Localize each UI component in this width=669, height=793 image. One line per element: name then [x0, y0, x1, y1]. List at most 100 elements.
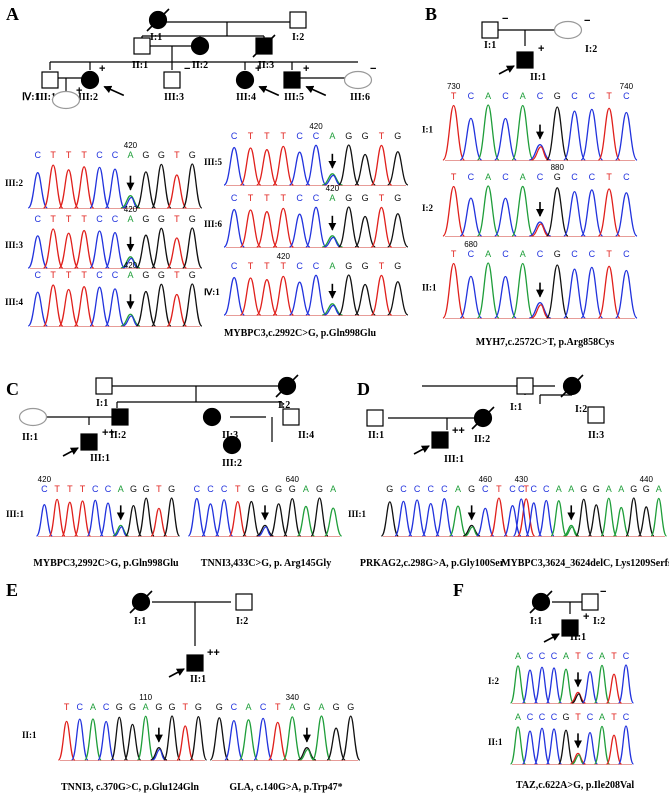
base-call: G: [142, 214, 149, 224]
heterozygous-peak: [324, 236, 341, 248]
peak-C: [435, 498, 454, 537]
peak-G: [587, 504, 605, 537]
peak-G: [637, 506, 655, 537]
affected-male-symbol: [283, 71, 301, 89]
base-call: T: [606, 172, 612, 182]
base-call: C: [502, 249, 509, 259]
base-call: A: [556, 484, 562, 494]
proband-arrow: [305, 85, 327, 97]
base-call: C: [77, 702, 84, 712]
peak-C: [617, 725, 635, 765]
base-call: G: [362, 193, 369, 203]
genotype-sign: ++: [102, 427, 115, 439]
base-call: T: [66, 214, 72, 224]
peak-G: [557, 729, 575, 765]
position-number: 730: [447, 82, 461, 91]
base-call: C: [539, 712, 546, 722]
peak-C: [89, 230, 110, 269]
heterozygous-peak: [258, 526, 272, 537]
peak-T: [256, 149, 278, 186]
heterozygous-peak: [464, 526, 479, 537]
base-call: C: [194, 484, 201, 494]
person-II-2: II:2: [190, 36, 210, 71]
base-call: C: [587, 712, 594, 722]
base-call: A: [563, 651, 569, 661]
base-call: G: [195, 702, 202, 712]
unaffected-female-symbol: [553, 20, 583, 40]
peak-T: [272, 145, 295, 186]
peak-C: [459, 117, 483, 161]
base-call: A: [599, 651, 605, 661]
heterozygous-peak: [571, 693, 585, 704]
individual-label: I:2: [236, 616, 248, 627]
peak-T: [176, 725, 195, 761]
base-call: C: [400, 484, 407, 494]
base-call: G: [345, 193, 352, 203]
base-call: C: [468, 172, 475, 182]
peak-G: [387, 281, 409, 316]
person-II-2: II:2: [471, 406, 495, 445]
peak-C: [104, 288, 126, 327]
peak-C: [421, 502, 440, 537]
peak-C: [305, 144, 327, 186]
peak-A: [511, 185, 535, 237]
person-I-1: I:1: [510, 377, 534, 413]
affected-male-symbol: [431, 431, 449, 449]
position-number: 420: [124, 261, 138, 270]
base-call: A: [289, 702, 295, 712]
peak-T: [42, 284, 64, 327]
peak-A: [296, 505, 316, 537]
individual-label: II:1: [368, 430, 384, 441]
base-call: G: [345, 131, 352, 141]
heterozygous-peak: [324, 174, 341, 186]
peak-C: [545, 728, 563, 765]
base-call: C: [231, 193, 238, 203]
base-call: C: [207, 484, 214, 494]
base-call: G: [216, 702, 223, 712]
peak-C: [187, 497, 206, 537]
heterozygous-peak: [571, 754, 585, 765]
peak-G: [182, 227, 203, 269]
base-call: G: [394, 131, 401, 141]
individual-label: II:1: [570, 632, 586, 643]
peak-C: [86, 499, 104, 537]
position-number: 460: [479, 475, 493, 484]
peak-T: [228, 500, 247, 537]
peak-G: [242, 500, 261, 537]
affected-male-symbol: [111, 408, 129, 426]
position-number: 440: [640, 475, 654, 484]
peak-C: [494, 197, 517, 237]
base-call: A: [485, 91, 491, 101]
base-call: C: [543, 484, 550, 494]
base-call: C: [551, 712, 558, 722]
person-II-1: II:1++: [168, 647, 220, 685]
position-number: 420: [277, 252, 291, 261]
peak-T: [605, 734, 623, 765]
peak-C: [563, 110, 586, 161]
affected-female-symbol: [202, 407, 222, 427]
base-call: C: [296, 131, 303, 141]
peak-G: [337, 274, 360, 316]
peak-G: [387, 151, 409, 186]
peak-C: [27, 235, 48, 269]
peak-C: [476, 507, 495, 537]
base-call: G: [362, 261, 369, 271]
person-II-1: II:1: [132, 37, 151, 71]
base-call: C: [313, 261, 320, 271]
peak-G: [151, 283, 172, 327]
trace-label: III:3: [5, 240, 24, 250]
peak-C: [459, 197, 483, 237]
peak-G: [575, 498, 593, 537]
base-call: A: [599, 712, 605, 722]
panel-label: E: [6, 580, 18, 600]
peak-A: [650, 497, 668, 537]
base-call: C: [623, 651, 630, 661]
base-call: G: [562, 712, 569, 722]
unaffected-male-symbol: [235, 593, 253, 611]
